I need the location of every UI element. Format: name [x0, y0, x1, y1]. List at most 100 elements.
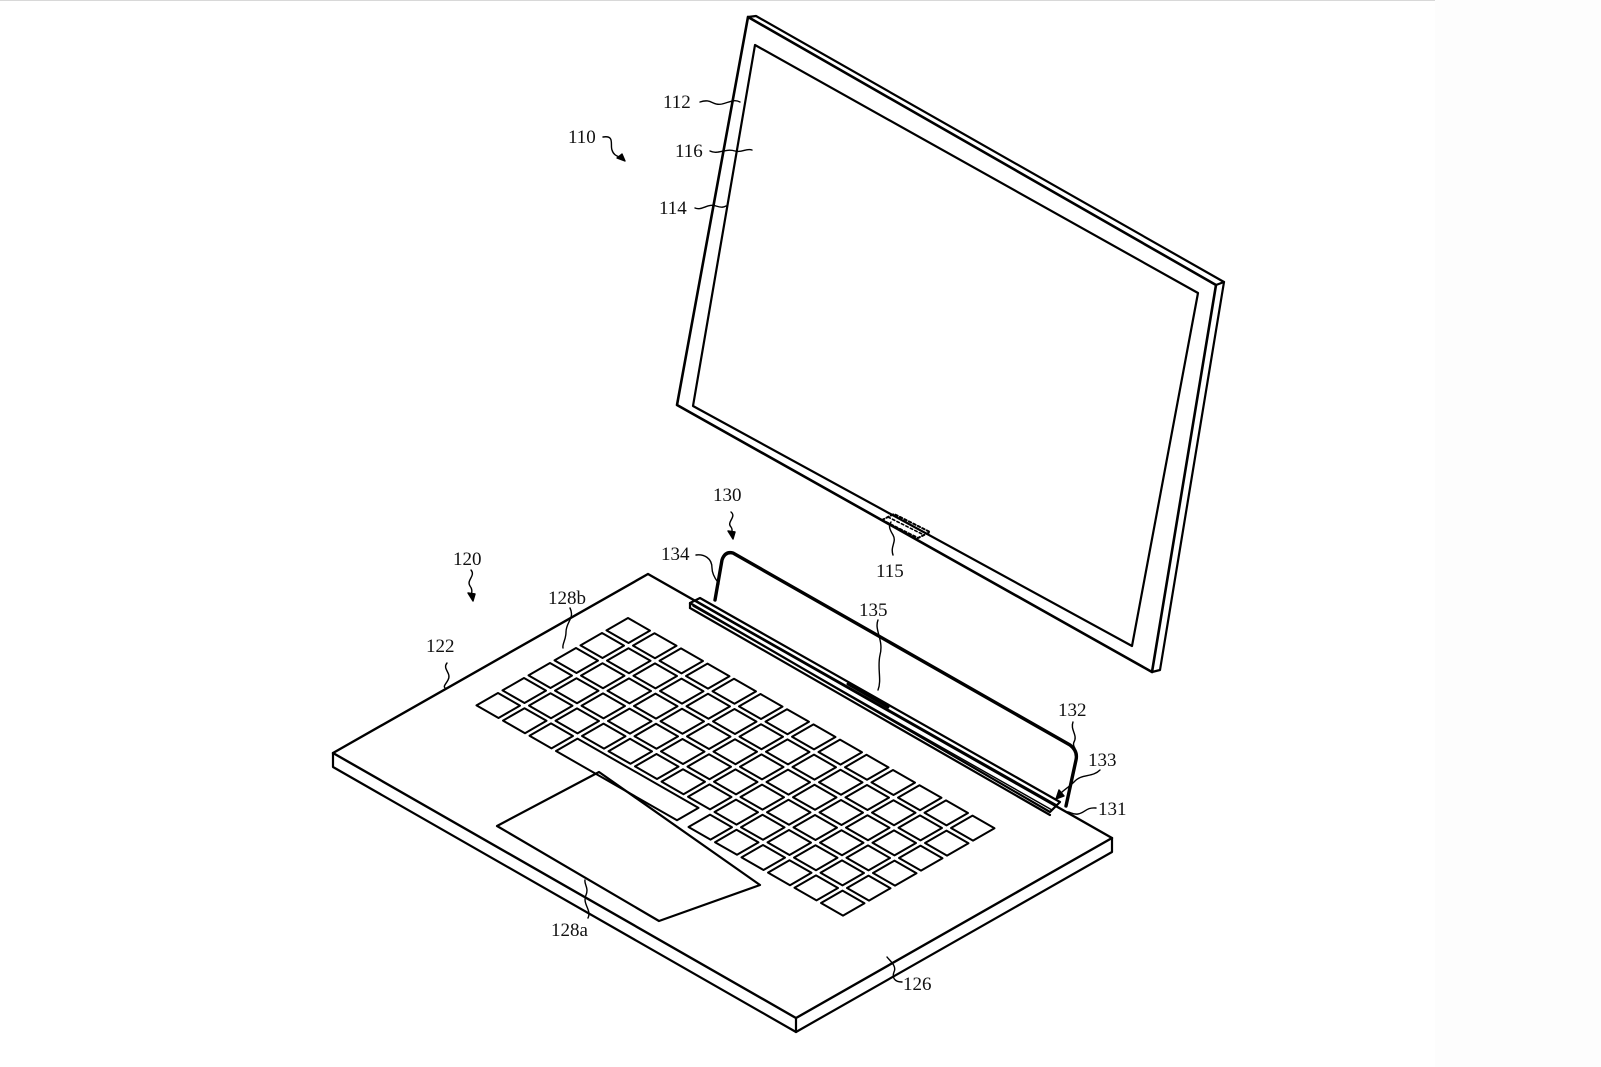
keyboard: [475, 617, 996, 917]
keycap: [713, 798, 759, 826]
keycap: [924, 829, 970, 857]
keycap: [660, 768, 706, 796]
label-114: 114: [659, 198, 687, 219]
keycap: [554, 707, 600, 735]
keycap: [870, 769, 916, 796]
keycap: [527, 662, 573, 689]
label-135: 135: [859, 600, 888, 621]
label-133: 133: [1088, 750, 1117, 771]
keycap: [634, 753, 680, 780]
top-border-line: [0, 0, 1435, 1]
hinge-stand: [688, 550, 1079, 817]
keycap: [739, 783, 785, 811]
keycap: [739, 753, 785, 781]
keycap: [685, 692, 731, 720]
connector-115: [881, 513, 931, 539]
keycap: [606, 647, 652, 675]
label-110: 110: [568, 127, 596, 148]
keycap: [765, 738, 811, 766]
keycap: [845, 844, 891, 872]
keycap: [685, 662, 731, 690]
keycap: [897, 814, 943, 842]
keycap: [844, 753, 890, 781]
hinge-base: [688, 596, 1062, 814]
keycap: [738, 723, 784, 751]
keycap: [738, 693, 784, 720]
keycap: [950, 814, 996, 842]
keycap: [686, 753, 732, 781]
keycap: [711, 677, 757, 705]
keycap: [818, 768, 864, 796]
label-130: 130: [713, 485, 742, 506]
keycap: [554, 677, 600, 705]
keycap: [501, 677, 547, 704]
keycap: [687, 783, 733, 811]
keycap: [528, 722, 574, 750]
keycap: [872, 859, 918, 887]
keycap: [791, 723, 837, 751]
display-screen: [691, 43, 1200, 648]
keycap: [766, 829, 812, 856]
keycap: [846, 874, 892, 902]
keycap: [714, 828, 760, 856]
keycap: [607, 737, 653, 765]
label-116: 116: [675, 141, 703, 162]
keycap: [820, 889, 866, 917]
label-132: 132: [1058, 700, 1087, 721]
keycap: [713, 768, 759, 796]
keycap: [528, 692, 574, 720]
label-128a: 128a: [551, 920, 588, 941]
keycap: [740, 813, 786, 841]
keycap: [659, 677, 705, 705]
keycap: [580, 692, 626, 720]
keycap: [606, 677, 652, 705]
keycap: [605, 617, 651, 644]
keycap: [765, 768, 811, 796]
keycap: [819, 859, 865, 887]
keycap: [553, 647, 599, 674]
keycap: [502, 707, 548, 735]
keycap: [793, 874, 839, 902]
keycap: [871, 799, 917, 827]
keycap: [633, 722, 679, 750]
label-115: 115: [876, 561, 904, 582]
keycap: [555, 737, 700, 822]
keycap: [607, 707, 653, 735]
keycap: [844, 784, 890, 811]
keycap: [632, 632, 678, 660]
keycap: [658, 647, 704, 675]
right-margin-panel: [1435, 0, 1601, 1067]
display-housing: [675, 15, 1218, 674]
keycap: [766, 798, 812, 826]
keycap: [581, 722, 627, 750]
label-126: 126: [903, 974, 932, 995]
leader-lines: [443, 100, 1101, 983]
keycap: [659, 707, 705, 735]
keycap: [923, 799, 969, 827]
keycap: [767, 859, 813, 887]
keyboard-base: [331, 572, 1114, 1034]
keycap: [579, 632, 625, 659]
keycap: [871, 829, 917, 857]
keycap: [793, 844, 839, 872]
keycap: [740, 844, 786, 871]
label-120: 120: [453, 549, 482, 570]
keycap: [686, 723, 732, 750]
keycap: [818, 799, 864, 826]
keycap: [897, 784, 943, 812]
keycap: [898, 844, 944, 872]
keycap: [792, 814, 838, 841]
display-device: [675, 14, 1226, 674]
label-134: 134: [661, 544, 690, 565]
keycap: [764, 708, 810, 736]
keycap: [660, 738, 706, 765]
keycap: [712, 708, 758, 735]
label-122: 122: [426, 636, 455, 657]
keycap: [792, 783, 838, 811]
label-131: 131: [1098, 799, 1127, 820]
keycap: [817, 738, 863, 766]
keycap: [632, 662, 678, 690]
keycap: [580, 662, 626, 690]
keycap: [633, 692, 679, 720]
